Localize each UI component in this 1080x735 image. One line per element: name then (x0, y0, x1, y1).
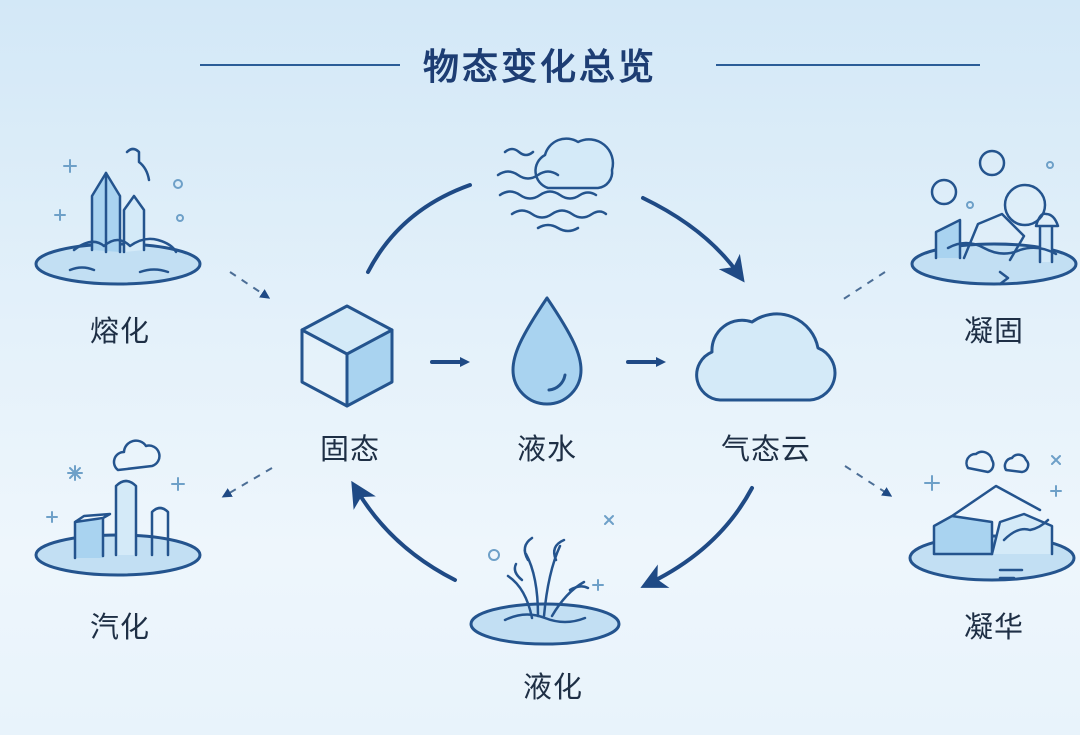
arc-top-left (366, 183, 472, 274)
title-bar: 物态变化总览 (0, 0, 1080, 130)
diagram-title: 物态变化总览 (422, 47, 657, 88)
liquefaction-icon (469, 515, 621, 646)
arc-top-right (641, 196, 745, 283)
label-liquefaction: 液化 (522, 670, 583, 704)
solidification-icon (910, 149, 1078, 286)
label-vaporization: 汽化 (89, 610, 150, 644)
deposition-icon (908, 450, 1076, 582)
water-drop-icon (511, 296, 583, 406)
vaporization-icon (34, 439, 202, 577)
cube-icon (300, 304, 394, 408)
arc-bottom-right (640, 486, 754, 588)
melting-icon (34, 147, 202, 286)
label-gas: 气态云 (720, 432, 811, 466)
title-right-rule (716, 64, 980, 66)
title-left-rule (200, 64, 400, 66)
label-liquid: 液水 (516, 432, 577, 466)
cloud-icon (695, 312, 837, 402)
arc-bottom-left (351, 480, 457, 582)
side-arrows (221, 271, 893, 498)
label-solidification: 凝固 (963, 314, 1024, 348)
cycle-arrows (351, 183, 754, 588)
label-solid: 固态 (319, 432, 380, 466)
evaporation-icon (496, 137, 615, 233)
label-deposition: 凝华 (963, 610, 1024, 644)
label-melting: 熔化 (89, 314, 150, 348)
